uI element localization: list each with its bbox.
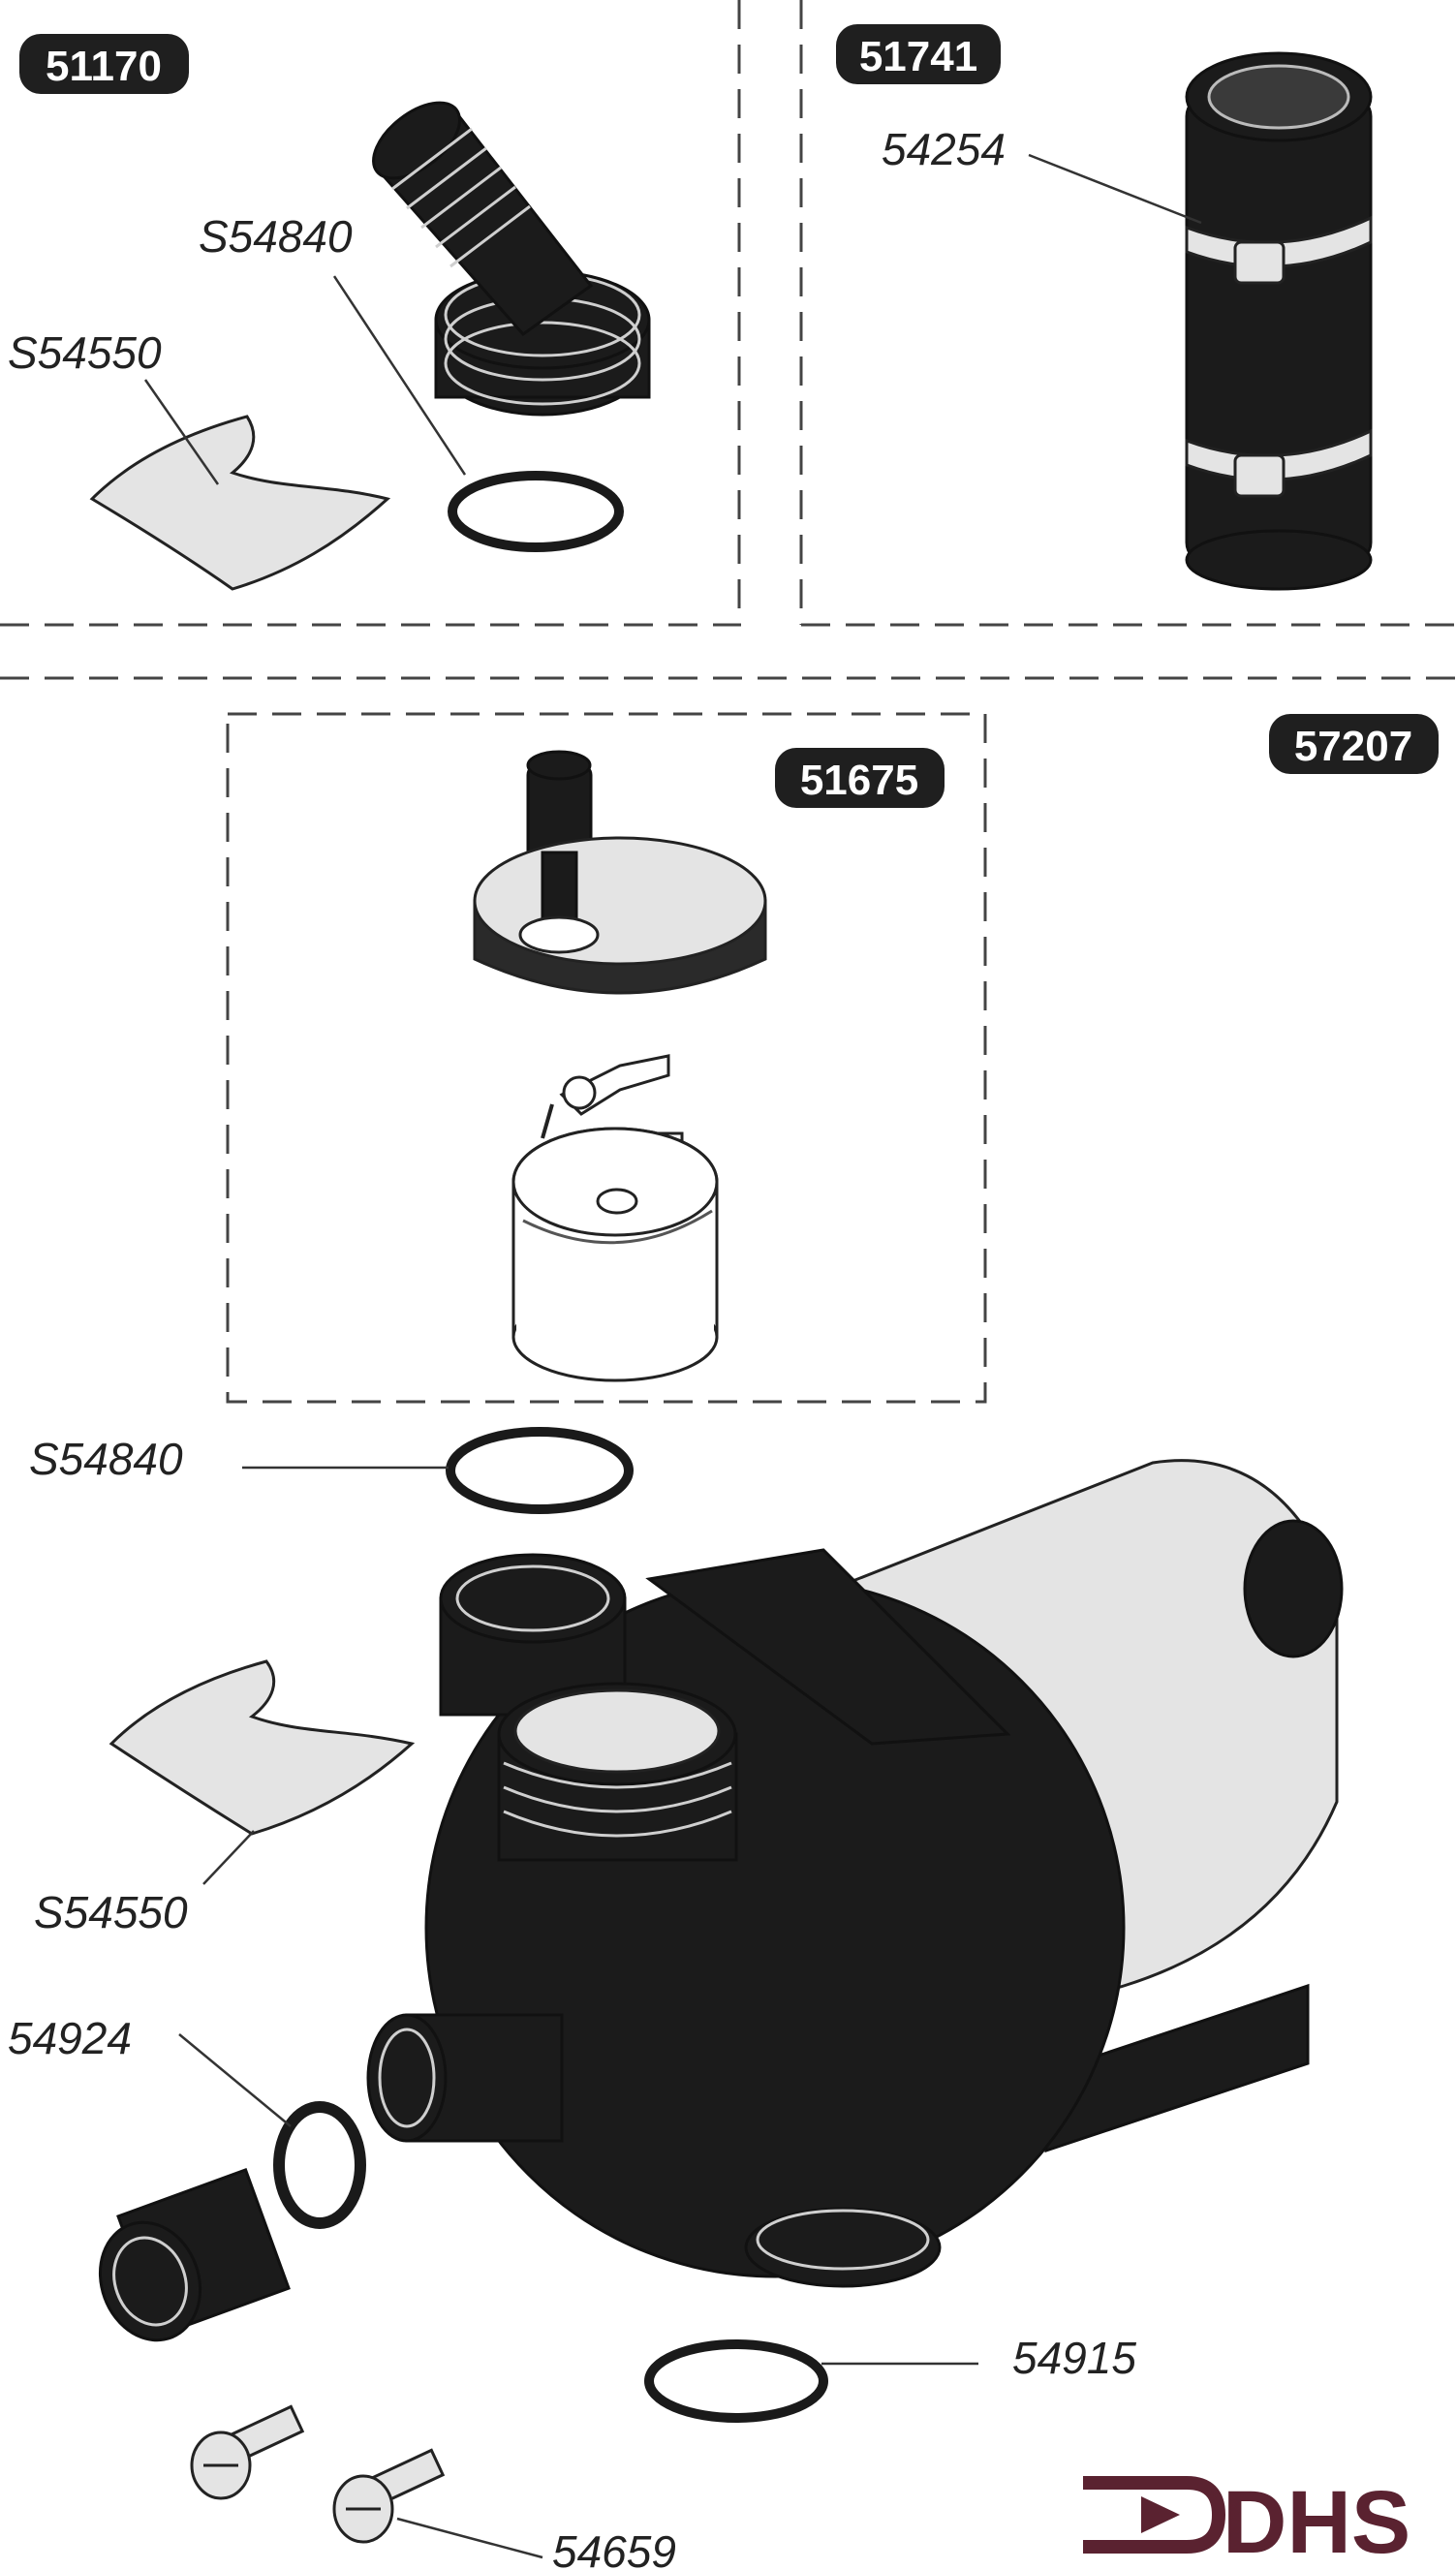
- dhs-logo-text: DHS: [1223, 2473, 1410, 2570]
- outlet-port-threaded: [497, 1682, 738, 1862]
- svg-text:51170: 51170: [46, 43, 162, 90]
- callout-clip-bottom: S54550: [34, 1887, 188, 1937]
- adjustment-knob-cap: [473, 750, 767, 995]
- float-cylinder: [511, 1127, 719, 1382]
- badge-57207: 57207: [1269, 714, 1439, 774]
- callout-hose-clamp: 54254: [882, 124, 1006, 174]
- svg-text:51741: 51741: [859, 33, 977, 80]
- callout-washer: 54924: [8, 2013, 132, 2063]
- badge-51170: 51170: [19, 34, 189, 94]
- badge-51675: 51675: [775, 748, 945, 808]
- washer: [273, 2101, 366, 2229]
- callout-o-ring-bottom: 54915: [1012, 2333, 1136, 2383]
- screw-left: [190, 2404, 305, 2500]
- screw-right: [332, 2448, 446, 2544]
- retaining-clip-top: [89, 415, 391, 591]
- callout-o-ring-middle: S54840: [29, 1434, 183, 1484]
- retaining-clip-bottom: [108, 1659, 416, 1836]
- svg-text:57207: 57207: [1294, 723, 1412, 770]
- hose-clamp-upper: [1185, 215, 1373, 285]
- callout-screw: 54659: [552, 2526, 676, 2570]
- o-ring-bottom: [644, 2339, 828, 2423]
- section-borders: [0, 0, 1456, 1404]
- side-inlet-port: [366, 2013, 564, 2143]
- callout-o-ring-top: S54840: [199, 211, 353, 262]
- badge-51741: 51741: [836, 24, 1001, 84]
- o-ring-top: [448, 471, 624, 552]
- hose-sleeve: [1185, 51, 1373, 591]
- dhs-logo: DHS: [1083, 2473, 1410, 2570]
- elbow-hose-connector: [372, 101, 651, 417]
- hose-clamp-lower: [1185, 428, 1373, 498]
- callout-clip-top: S54550: [8, 327, 162, 378]
- o-ring-middle: [446, 1427, 634, 1514]
- svg-text:51675: 51675: [800, 757, 918, 804]
- threaded-fitting: [98, 2168, 291, 2342]
